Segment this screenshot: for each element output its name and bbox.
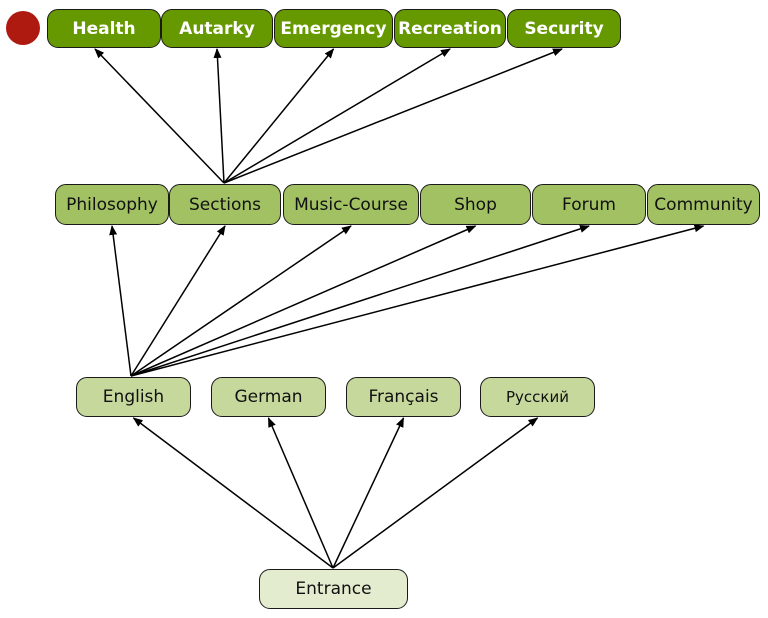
edge-entrance-to-francais (332, 417, 405, 569)
edge-entrance-to-russian (332, 417, 539, 569)
edge-entrance-to-german (267, 417, 334, 569)
node-health[interactable]: Health (47, 9, 161, 48)
edge-sections-to-autarky (213, 48, 225, 184)
node-recreation[interactable]: Recreation (394, 9, 506, 48)
node-english[interactable]: English (76, 377, 191, 417)
edge-english-to-philosophy (109, 225, 132, 377)
edge-english-to-forum (130, 224, 590, 377)
edge-english-to-sections (130, 225, 226, 377)
edge-sections-to-recreation (223, 48, 451, 184)
node-emergency[interactable]: Emergency (274, 9, 393, 48)
node-shop[interactable]: Shop (420, 184, 531, 225)
node-german[interactable]: German (211, 377, 326, 417)
node-autarky[interactable]: Autarky (161, 9, 273, 48)
node-music-course[interactable]: Music-Course (283, 184, 419, 225)
edge-english-to-community (130, 224, 705, 377)
node-russian[interactable]: Русский (480, 377, 595, 417)
node-entrance[interactable]: Entrance (259, 569, 408, 609)
node-philosophy[interactable]: Philosophy (55, 184, 169, 225)
node-francais[interactable]: Français (346, 377, 461, 417)
node-security[interactable]: Security (507, 9, 621, 48)
edge-entrance-to-english (132, 417, 334, 569)
node-community[interactable]: Community (647, 184, 760, 225)
edge-sections-to-health (94, 48, 225, 184)
edge-english-to-shop (130, 225, 477, 377)
node-sections[interactable]: Sections (169, 184, 281, 225)
edge-english-to-music_course (130, 225, 352, 377)
node-forum[interactable]: Forum (532, 184, 646, 225)
status-marker-dot (6, 11, 40, 45)
edge-sections-to-emergency (223, 48, 335, 184)
edge-sections-to-security (223, 48, 563, 184)
